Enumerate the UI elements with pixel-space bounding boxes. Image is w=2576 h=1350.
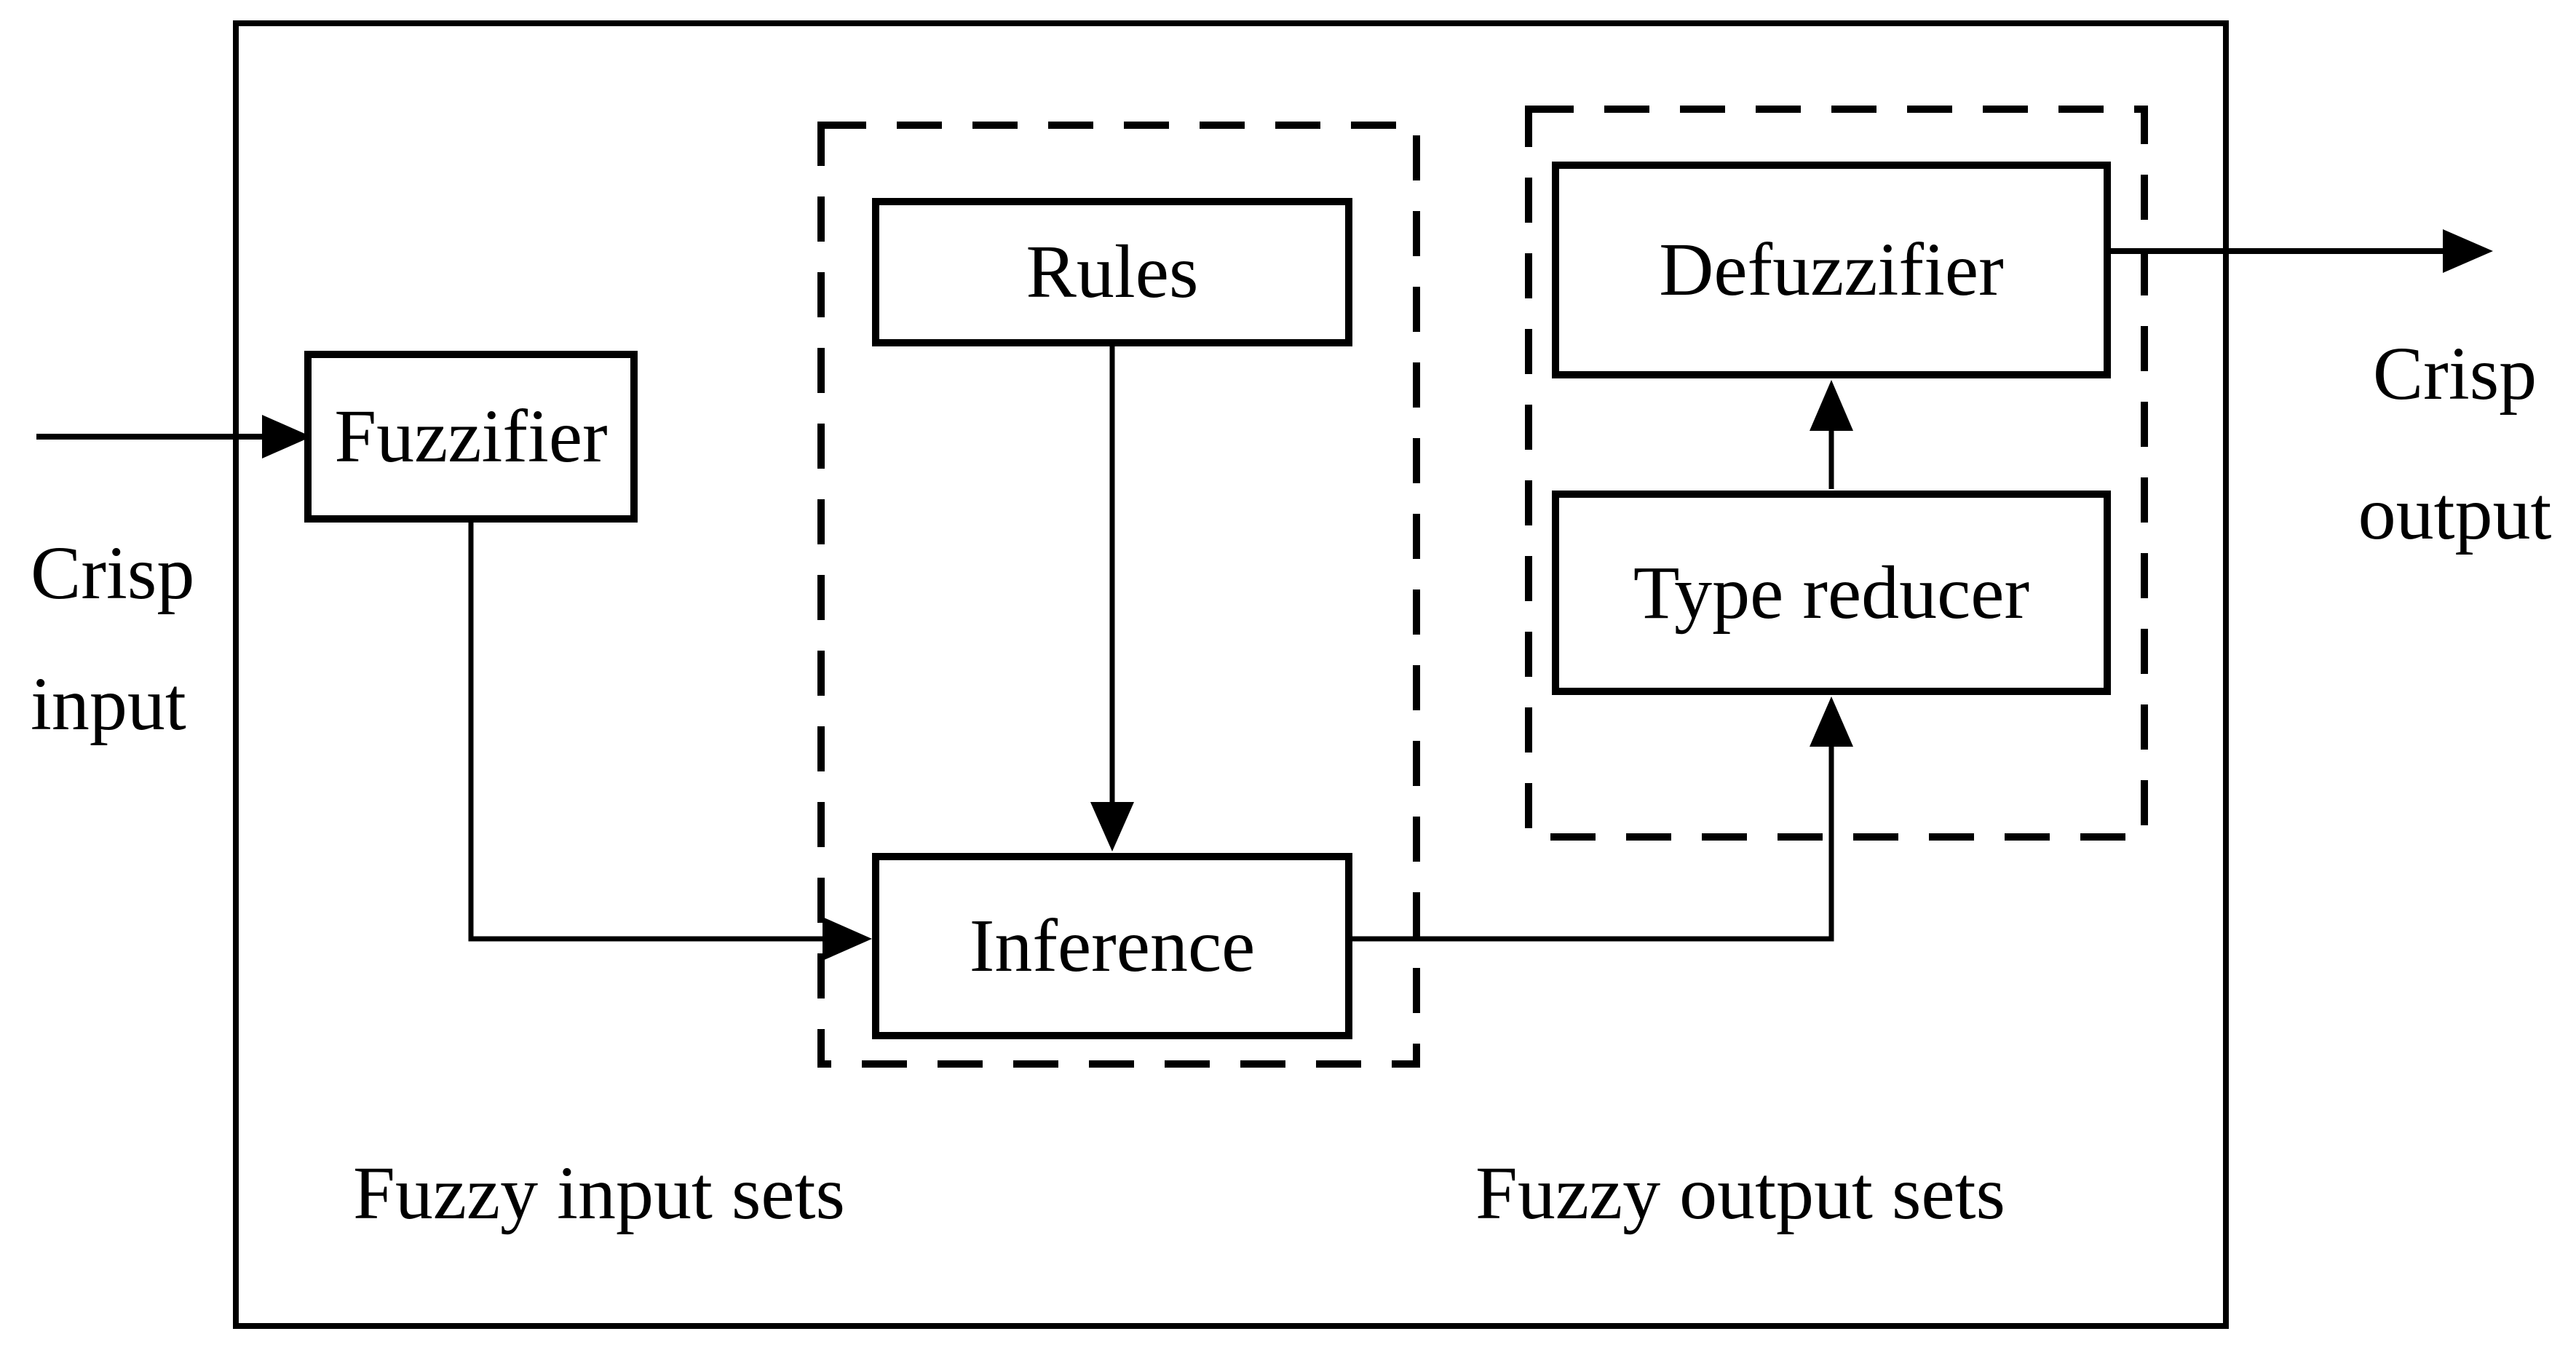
inference-to-type-reducer-arrowhead [1810, 696, 1853, 747]
type-reducer-to-defuzzifier-arrow [1810, 380, 1853, 489]
crisp-input-arrowhead [262, 415, 312, 458]
fuzzy-output-sets-label: Fuzzy output sets [1475, 1151, 2005, 1235]
system-boundary-box [233, 20, 2229, 1329]
output-processing-dashed-group [1525, 106, 2148, 841]
crisp-output-arrowhead [2443, 229, 2493, 273]
type-reducer-to-defuzzifier-arrowhead [1810, 380, 1853, 431]
crisp-input-label-line2: input [31, 662, 186, 746]
type-reducer-label: Type reducer [1633, 550, 2030, 635]
crisp-input-label: Crisp input [31, 508, 194, 770]
fuzzifier-to-inference-line [468, 521, 827, 942]
crisp-output-arrow [2109, 229, 2493, 273]
crisp-output-label-line2: output [2358, 472, 2552, 555]
crisp-output-label: Crisp output [2318, 304, 2576, 584]
crisp-input-arrow [36, 415, 312, 458]
inference-label: Inference [969, 904, 1256, 988]
crisp-output-label-line1: Crisp [2372, 332, 2537, 416]
rules-node: Rules [872, 198, 1352, 346]
inference-to-type-reducer-line [1351, 742, 1834, 942]
rule-inference-dashed-group [817, 122, 1420, 1068]
rules-to-inference-arrow [1090, 345, 1134, 851]
inference-node: Inference [872, 853, 1352, 1039]
fuzzifier-to-inference-connector [468, 521, 872, 961]
fuzzy-input-sets-label: Fuzzy input sets [353, 1151, 845, 1235]
inference-to-type-reducer-connector [1351, 696, 1853, 942]
fuzzifier-to-inference-arrowhead [823, 917, 872, 961]
crisp-input-label-line1: Crisp [31, 531, 195, 615]
rules-to-inference-arrowhead [1090, 802, 1134, 851]
type-reducer-node: Type reducer [1552, 491, 2111, 695]
fuzzifier-node: Fuzzifier [304, 351, 638, 523]
defuzzifier-label: Defuzzifier [1659, 228, 2004, 311]
defuzzifier-node: Defuzzifier [1552, 162, 2111, 378]
rules-label: Rules [1026, 230, 1199, 314]
fuzzifier-label: Fuzzifier [334, 394, 608, 478]
